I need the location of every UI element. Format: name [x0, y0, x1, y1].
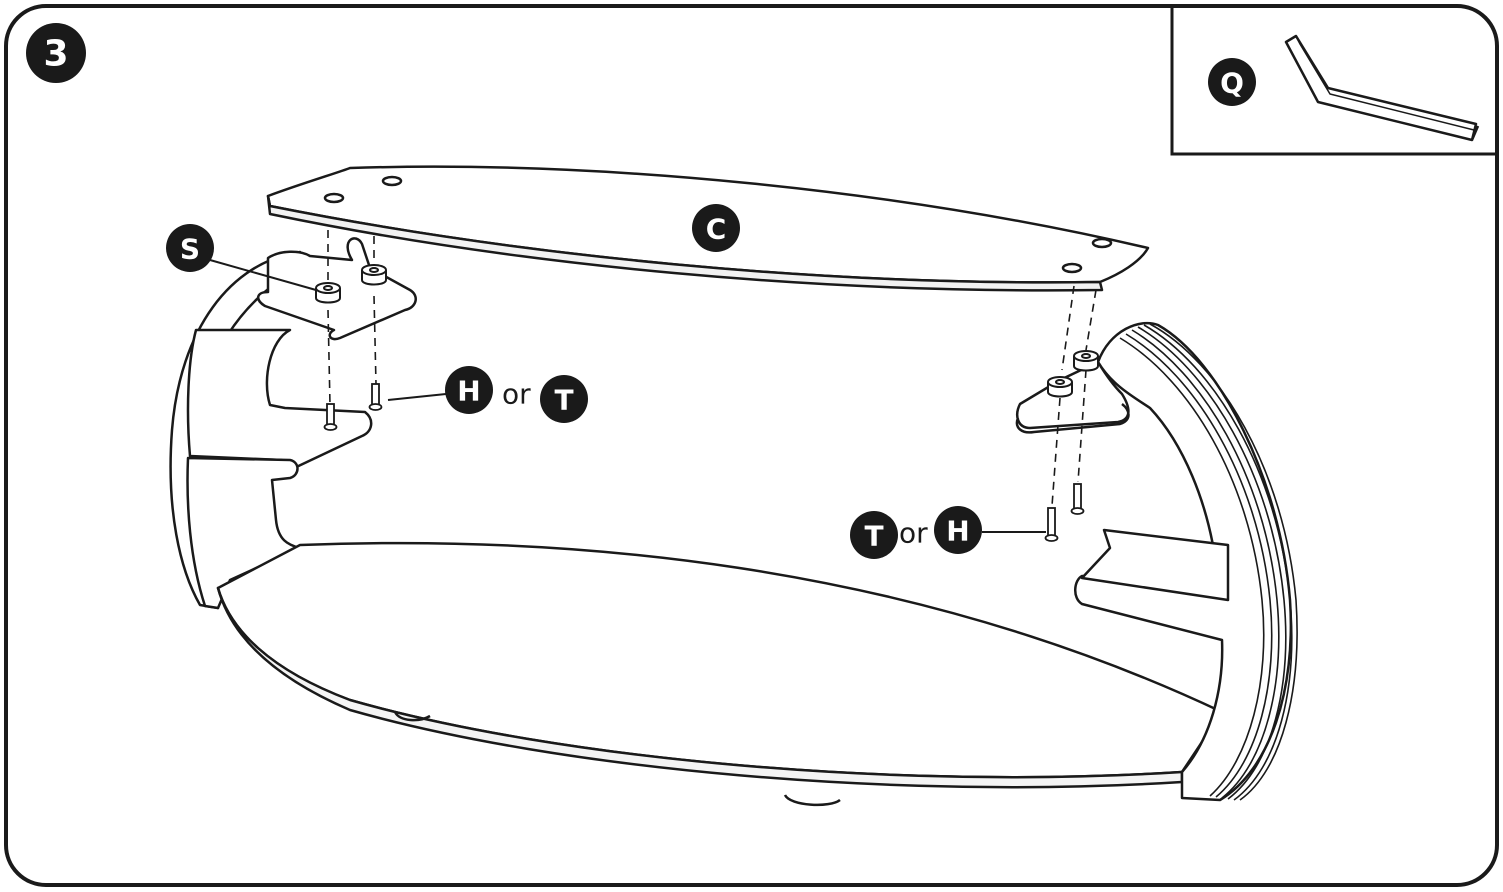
spacer-right-front: [1047, 376, 1073, 398]
badge-screw-right-primary: T: [850, 511, 898, 559]
spacer-left-front: [315, 282, 341, 304]
tool-badge: Q: [1208, 58, 1256, 106]
screws: [323, 383, 1085, 542]
screw-left-front: [323, 403, 338, 431]
label-spacer: S: [180, 233, 200, 266]
badge-screw-left-alt: T: [540, 375, 588, 423]
badge-shelf-top: C: [692, 204, 740, 252]
label-screw-left-primary: H: [457, 375, 480, 408]
alignment-guides: [327, 230, 1097, 507]
tool-inset-box: [1170, 6, 1497, 156]
badge-screw-left-primary: H: [445, 366, 493, 414]
left-end-panel: [169, 250, 373, 610]
label-shelf-top: C: [706, 213, 727, 246]
screw-right-back: [1070, 483, 1085, 515]
step-number: 3: [43, 34, 68, 75]
bottom-shelf: [216, 541, 1224, 807]
spacer-left-back: [361, 264, 387, 286]
badge-spacer: S: [166, 224, 214, 272]
step-badge: 3: [26, 23, 86, 83]
hex-key-icon: [1284, 34, 1480, 142]
label-screw-right-primary: T: [864, 520, 883, 553]
right-end-panel: [1074, 321, 1298, 802]
panel-ribs: [1119, 323, 1298, 801]
or-right: or: [899, 517, 928, 550]
diagram-frame: [4, 4, 1499, 887]
label-screw-right-alt: H: [946, 515, 969, 548]
right-top-bracket: [1015, 360, 1130, 434]
badge-screw-right-alt: H: [934, 506, 982, 554]
tool-label: Q: [1220, 67, 1244, 100]
spacer-right-back: [1073, 350, 1099, 372]
spacers: [315, 264, 1099, 398]
screw-right-front: [1044, 507, 1059, 542]
leader-lines: [209, 259, 1046, 533]
label-screw-left-alt: T: [554, 384, 573, 417]
or-left: or: [502, 378, 531, 411]
screw-left-back: [368, 383, 383, 411]
